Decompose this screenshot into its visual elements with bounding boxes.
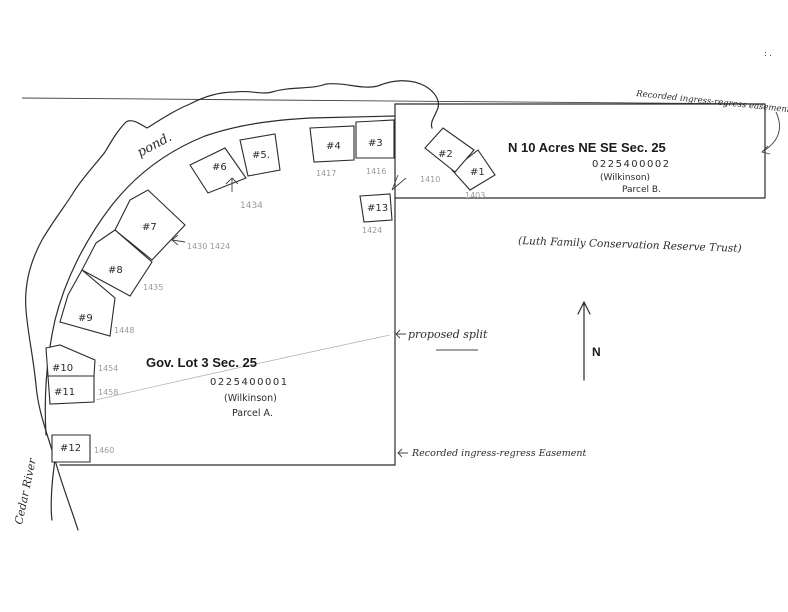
proposed-split-line: [95, 334, 391, 401]
gov-lot-title: Gov. Lot 3 Sec. 25: [146, 355, 257, 370]
lot-10-label: #10: [52, 363, 73, 374]
lot-9: [59, 269, 116, 337]
gov-lot-owner: (Wilkinson): [224, 393, 277, 404]
lot-4-address: 1417: [316, 169, 336, 178]
lot-12: [51, 434, 91, 463]
lot-2: [424, 127, 475, 173]
lot-10: [45, 344, 96, 377]
gov-lot-parcel: Parcel A.: [232, 408, 273, 419]
section-line: [21, 97, 766, 105]
lot-2-label: #2: [438, 149, 453, 160]
lot-7-label: #7: [142, 222, 157, 233]
north-acres-boundary: [394, 103, 766, 199]
lot-10-address: 1454: [98, 364, 118, 373]
lot-5-label: #5.: [252, 150, 270, 161]
lot-1: [451, 149, 496, 191]
north-arrow-icon: [577, 301, 591, 381]
north-acres-number: 0225400002: [592, 159, 671, 170]
shoreline: [25, 80, 440, 531]
lot-8: [81, 229, 153, 297]
lot-9-address: 1448: [114, 326, 134, 335]
lot-12-address: 1460: [94, 446, 114, 455]
pond-label: pond.: [135, 130, 175, 161]
lot-4-label: #4: [326, 141, 341, 152]
lot-polygons: [45, 119, 496, 463]
lot-11: [47, 375, 95, 405]
lot-3-address: 1416: [366, 167, 386, 176]
lot-2-address: 1410: [420, 175, 440, 184]
lot-13-address: 1424: [362, 226, 382, 235]
north-acres-owner: (Wilkinson): [600, 173, 650, 183]
lot-13: [359, 193, 393, 223]
lot-9-label: #9: [78, 313, 93, 324]
easement-top-arrow: [761, 111, 780, 155]
river-edge: [50, 459, 56, 521]
lot-4: [309, 125, 355, 163]
corner-mark: : .: [764, 49, 772, 58]
north-acres-title: N 10 Acres NE SE Sec. 25: [508, 140, 666, 155]
arrow-lot7: [171, 234, 186, 246]
lot-7: [114, 189, 186, 261]
lot-13-label: #13: [367, 203, 388, 214]
lot-8-label: #8: [108, 265, 123, 276]
lot-12-label: #12: [60, 443, 81, 454]
north-label: N: [592, 345, 601, 359]
lot-7-address: 1430 1424: [187, 242, 230, 251]
lot-1-label: #1: [470, 167, 485, 178]
lot-8-address: 1435: [143, 283, 163, 292]
lot-11-label: #11: [54, 387, 75, 398]
gov-lot-boundary: [59, 103, 396, 466]
lot-3-label: #3: [368, 138, 383, 149]
lot-11-address: 1458: [98, 388, 118, 397]
lot-1-address: 1403: [465, 191, 485, 200]
arrow-lot3: [391, 174, 407, 191]
lot-5: [239, 133, 281, 177]
north-acres-parcel: Parcel B.: [622, 185, 661, 195]
easement-bottom-label: Recorded ingress-regress Easement: [411, 448, 587, 459]
lot-6-address: 1434: [240, 201, 263, 211]
easement-bottom-arrow: [397, 448, 408, 458]
lot-3: [355, 119, 395, 159]
trust-label: (Luth Family Conservation Reserve Trust): [518, 235, 742, 255]
river-label: Cedar River: [12, 457, 39, 526]
arrow-lot6: [225, 177, 239, 192]
proposed-split-arrow: [395, 329, 406, 339]
proposed-split-label: proposed split: [408, 328, 488, 341]
easement-top-label: Recorded ingress-regress easement: [635, 89, 788, 115]
gov-lot-number: 0225400001: [210, 377, 289, 388]
lot-6-label: #6: [212, 162, 227, 173]
